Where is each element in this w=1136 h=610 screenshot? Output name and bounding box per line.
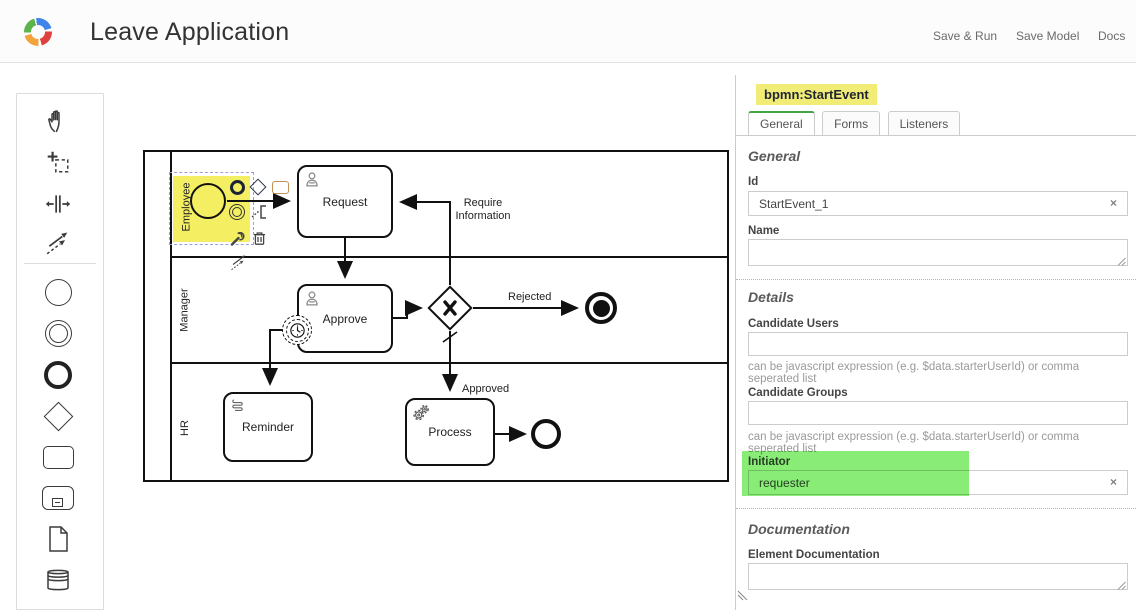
append-task-icon[interactable] bbox=[271, 178, 289, 196]
initiator-input[interactable] bbox=[748, 470, 1128, 495]
element-documentation-label: Element Documentation bbox=[748, 549, 880, 561]
service-task-icon bbox=[412, 404, 430, 425]
section-header-general: General bbox=[748, 148, 801, 164]
panel-resize-handle-icon[interactable] bbox=[737, 590, 748, 601]
start-event[interactable] bbox=[190, 183, 226, 219]
user-task-icon bbox=[304, 290, 320, 309]
candidate-users-label: Candidate Users bbox=[748, 318, 839, 330]
id-label: Id bbox=[748, 176, 759, 188]
initiator-label: Initiator bbox=[748, 456, 791, 468]
group-separator bbox=[736, 508, 1136, 509]
save-and-run-button[interactable]: Save & Run bbox=[933, 29, 998, 43]
save-model-button[interactable]: Save Model bbox=[1016, 29, 1080, 43]
candidate-groups-label: Candidate Groups bbox=[748, 387, 848, 399]
palette-separator bbox=[24, 263, 96, 264]
clock-icon bbox=[289, 322, 305, 338]
create-task-icon[interactable] bbox=[41, 440, 75, 474]
script-task-icon bbox=[230, 398, 245, 415]
hand-tool-icon[interactable] bbox=[41, 104, 75, 138]
task-approve-label: Approve bbox=[322, 311, 368, 326]
gateway-x-icon bbox=[443, 300, 457, 316]
section-header-documentation: Documentation bbox=[748, 521, 850, 537]
tab-general[interactable]: General bbox=[748, 111, 815, 135]
exclusive-gateway[interactable] bbox=[427, 285, 473, 331]
app-logo-icon bbox=[24, 18, 52, 46]
clear-initiator-icon[interactable]: × bbox=[1110, 475, 1118, 489]
id-input[interactable] bbox=[748, 191, 1128, 216]
boundary-timer-event[interactable] bbox=[282, 315, 312, 345]
global-connect-tool-icon[interactable] bbox=[41, 227, 75, 261]
create-subprocess-icon[interactable] bbox=[41, 481, 75, 515]
name-textarea[interactable] bbox=[748, 239, 1128, 266]
properties-panel: bpmn:StartEvent General Forms Listeners … bbox=[735, 75, 1136, 610]
app-logo-hole bbox=[31, 25, 45, 39]
create-data-object-icon[interactable] bbox=[41, 522, 75, 556]
candidate-groups-input[interactable] bbox=[748, 401, 1128, 425]
end-event[interactable] bbox=[531, 419, 561, 449]
append-text-annotation-icon[interactable] bbox=[250, 203, 268, 221]
selection-outline bbox=[169, 172, 254, 245]
task-process[interactable]: Process bbox=[405, 398, 495, 466]
create-gateway-icon[interactable] bbox=[41, 399, 75, 433]
user-task-icon bbox=[304, 171, 320, 190]
create-data-store-icon[interactable] bbox=[41, 563, 75, 597]
append-intermediate-event-icon[interactable] bbox=[228, 203, 246, 221]
create-end-event-icon[interactable] bbox=[41, 358, 75, 392]
create-intermediate-event-icon[interactable] bbox=[41, 316, 75, 350]
app-header: Leave Application Save & Run Save Model … bbox=[0, 0, 1136, 63]
tab-forms[interactable]: Forms bbox=[822, 111, 881, 135]
task-process-label: Process bbox=[428, 425, 472, 439]
terminate-end-event[interactable] bbox=[585, 292, 617, 324]
flow-label-approved[interactable]: Approved bbox=[462, 383, 510, 395]
docs-button[interactable]: Docs bbox=[1098, 29, 1126, 43]
sequence-flows bbox=[227, 193, 579, 442]
name-label: Name bbox=[748, 225, 780, 237]
append-end-event-icon[interactable] bbox=[228, 178, 246, 196]
page-title: Leave Application bbox=[90, 18, 290, 46]
group-separator bbox=[736, 279, 1136, 280]
wrench-icon[interactable] bbox=[228, 229, 246, 247]
bpmn-palette bbox=[16, 93, 104, 610]
tab-listeners[interactable]: Listeners bbox=[887, 111, 961, 135]
tabs-divider bbox=[736, 135, 1136, 136]
create-start-event-icon[interactable] bbox=[41, 275, 75, 309]
task-reminder[interactable]: Reminder bbox=[223, 392, 313, 462]
properties-tabs: General Forms Listeners bbox=[748, 111, 963, 135]
task-request-label: Request bbox=[322, 194, 368, 209]
selected-element-type: bpmn:StartEvent bbox=[756, 84, 877, 105]
flow-label-rejected[interactable]: Rejected bbox=[508, 291, 552, 303]
clear-id-icon[interactable]: × bbox=[1110, 196, 1118, 210]
task-request[interactable]: Request bbox=[297, 165, 393, 238]
connect-icon[interactable] bbox=[230, 254, 248, 272]
task-reminder-label: Reminder bbox=[241, 420, 295, 434]
candidate-users-input[interactable] bbox=[748, 332, 1128, 356]
pool-label-strip bbox=[170, 152, 172, 480]
bpmn-canvas: Employee Manager HR bbox=[104, 75, 735, 610]
space-tool-icon[interactable] bbox=[41, 187, 75, 221]
candidate-users-hint: can be javascript expression (e.g. $data… bbox=[748, 361, 1080, 385]
section-header-details: Details bbox=[748, 289, 794, 305]
append-gateway-icon[interactable] bbox=[249, 178, 267, 196]
lane-label-employee[interactable]: Employee bbox=[180, 182, 193, 232]
element-documentation-textarea[interactable] bbox=[748, 563, 1128, 590]
lasso-tool-icon[interactable] bbox=[41, 145, 75, 179]
candidate-groups-hint: can be javascript expression (e.g. $data… bbox=[748, 431, 1080, 455]
flow-label-require-information[interactable]: Require Information bbox=[455, 197, 511, 222]
task-approve[interactable]: Approve bbox=[297, 284, 393, 353]
trash-icon[interactable] bbox=[250, 229, 268, 247]
